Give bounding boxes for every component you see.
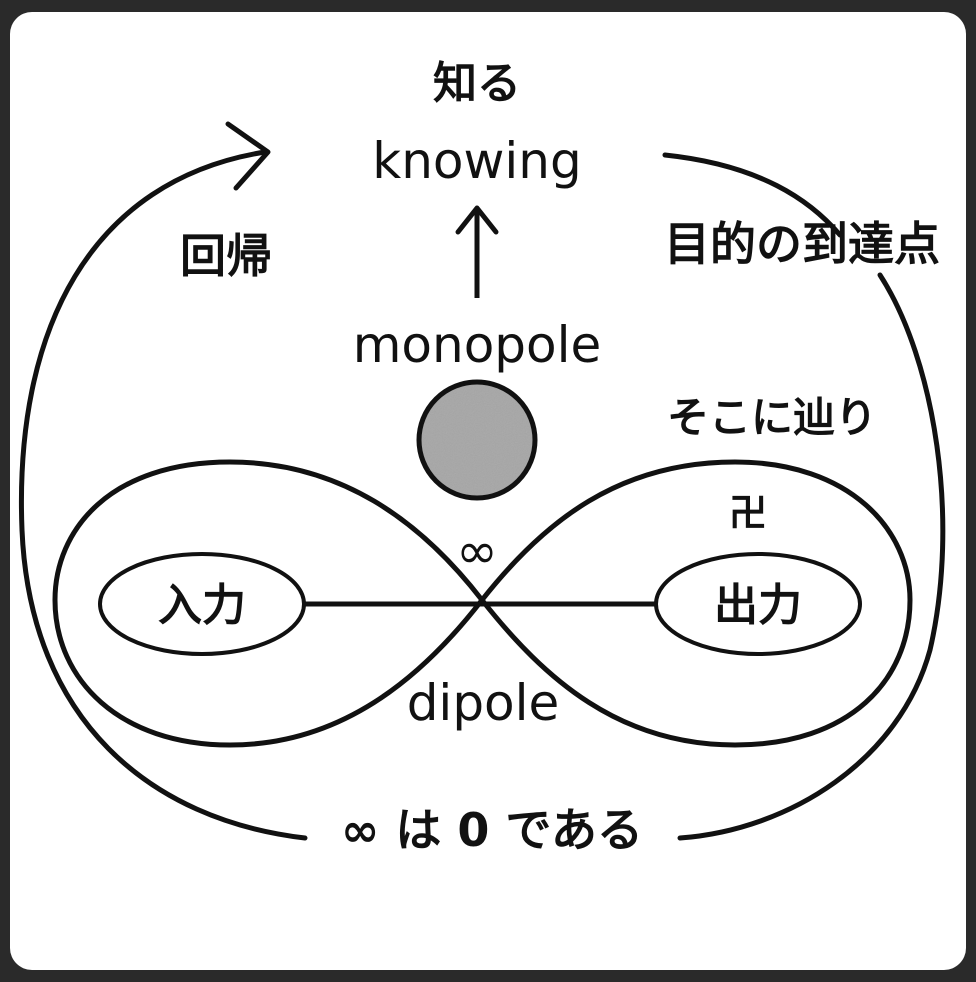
label-shiru: 知る [433, 58, 521, 109]
label-kaiki: 回帰 [180, 229, 272, 283]
return-loop-right-arc [662, 152, 843, 238]
return-loop-right-lower-arc [677, 272, 946, 841]
dipole-lemniscate [52, 459, 913, 748]
label-knowing: knowing [372, 132, 581, 190]
chevron-right-icon [225, 121, 271, 191]
output-node [654, 552, 862, 656]
return-loop-left-arc [18, 149, 308, 841]
label-monopole: monopole [353, 316, 602, 374]
label-dipole: dipole [407, 674, 560, 732]
arrow-up-icon [455, 205, 499, 235]
label-sokoni: そこに辿り [667, 393, 877, 442]
label-infinity: ∞ [456, 522, 498, 580]
label-nyuryoku: 入力 [158, 580, 246, 631]
label-tsuku: 卍 [729, 491, 767, 535]
label-mokuteki: 目的の到達点 [664, 217, 940, 271]
input-node [98, 552, 306, 656]
label-shutsuryoku: 出力 [714, 580, 802, 631]
label-infinity-is-zero: ∞ は 0 である [341, 803, 643, 857]
